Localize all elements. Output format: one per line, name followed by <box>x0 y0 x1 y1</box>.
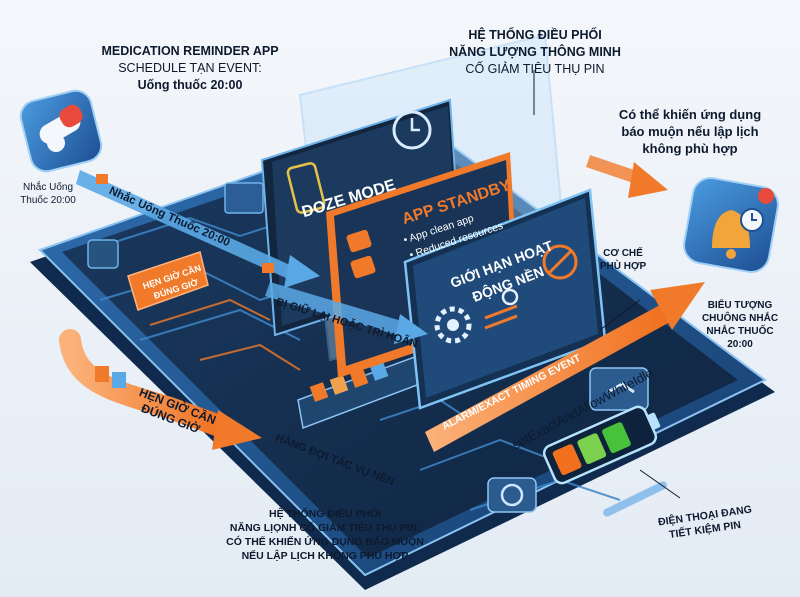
battery-icon <box>542 405 661 485</box>
leader-lines <box>533 70 681 499</box>
bottom-caption-2: NĂNG LỊỌNH CỐ GIẢM TIÊU THỤ PIN, <box>229 522 421 534</box>
background-limit-panel <box>403 188 607 410</box>
bell-caption-2: CHUÔNG NHẮC <box>701 313 779 324</box>
bell-reminder-icon <box>683 177 779 273</box>
warning-label-2: báo muộn nếu lập lịch <box>621 124 759 139</box>
left-orange-arrow <box>59 329 262 450</box>
reminder-flow-arrow <box>76 170 428 344</box>
mechanism-label-2: PHÙ HỢP <box>599 261 647 272</box>
warning-arrow <box>586 155 668 198</box>
app-label-title: MEDICATION REMINDER APP <box>101 44 279 58</box>
bottom-caption-3: CÓ THỂ KHIẾN ỨNG DỤNG BÁO MUỘN <box>226 536 424 548</box>
phone-orange-tag <box>127 251 209 311</box>
warning-label-3: không phù hợp <box>642 141 738 156</box>
app-label-event: Uống thuốc 20:00 <box>137 78 243 92</box>
system-label-1: HỆ THỐNG ĐIỀU PHỐI <box>468 28 602 42</box>
app-label-schedule: SCHEDULE TẠN EVENT: <box>118 61 262 75</box>
bell-caption-4: 20:00 <box>727 339 753 350</box>
system-label-3: CỐ GIẢM TIÊU THỤ PIN <box>465 62 605 76</box>
left-icon-caption-2: Thuốc 20:00 <box>20 195 76 206</box>
bottom-caption-4: NẾU LẬP LỊCH KHÔNG PHÙ HỢP <box>241 550 409 562</box>
pill-app-icon <box>19 89 103 173</box>
bell-caption-3: NHẮC THUỐC <box>706 326 774 337</box>
warning-label-1: Có thể khiến ứng dụng <box>618 107 762 122</box>
left-icon-caption-1: Nhắc Uống <box>22 182 74 193</box>
exact-timing-arrow <box>425 282 705 452</box>
system-label-2: NĂNG LƯỢNG THÔNG MINH <box>449 45 621 59</box>
bottom-caption-1: HỆ THỐNG ĐIỀU PHỐI <box>268 508 381 520</box>
mechanism-label-1: CƠ CHẾ <box>603 248 643 259</box>
bell-caption-1: BIỂU TƯỢNG <box>707 300 773 311</box>
